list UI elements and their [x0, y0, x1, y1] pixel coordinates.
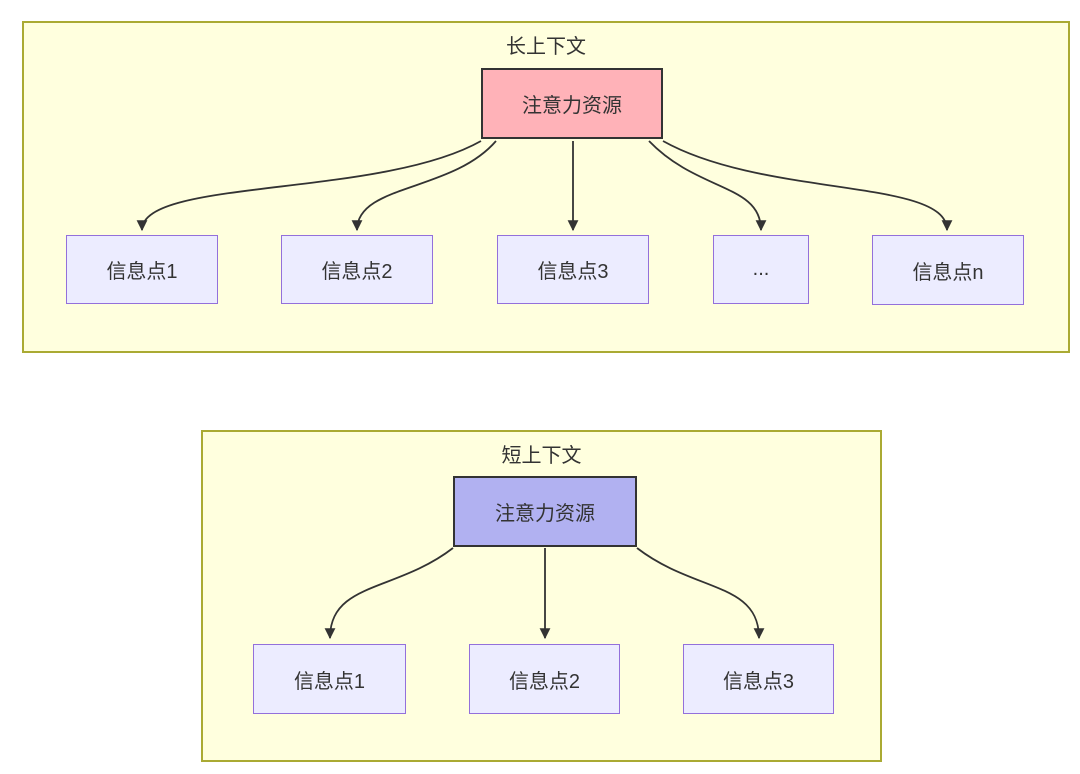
long-info-node-ellipsis: ...: [713, 235, 809, 304]
short-info-node-1: 信息点1: [253, 644, 406, 714]
short-context-root-node: 注意力资源: [453, 476, 637, 547]
short-info-node-3: 信息点3: [683, 644, 834, 714]
long-info-node-2: 信息点2: [281, 235, 433, 304]
long-info-node-3: 信息点3: [497, 235, 649, 304]
long-info-node-1: 信息点1: [66, 235, 218, 304]
long-info-node-n: 信息点n: [872, 235, 1024, 305]
long-context-title: 长上下文: [506, 36, 586, 58]
short-context-title: 短上下文: [501, 445, 582, 467]
short-info-node-2: 信息点2: [469, 644, 620, 714]
long-context-root-node: 注意力资源: [481, 68, 663, 139]
